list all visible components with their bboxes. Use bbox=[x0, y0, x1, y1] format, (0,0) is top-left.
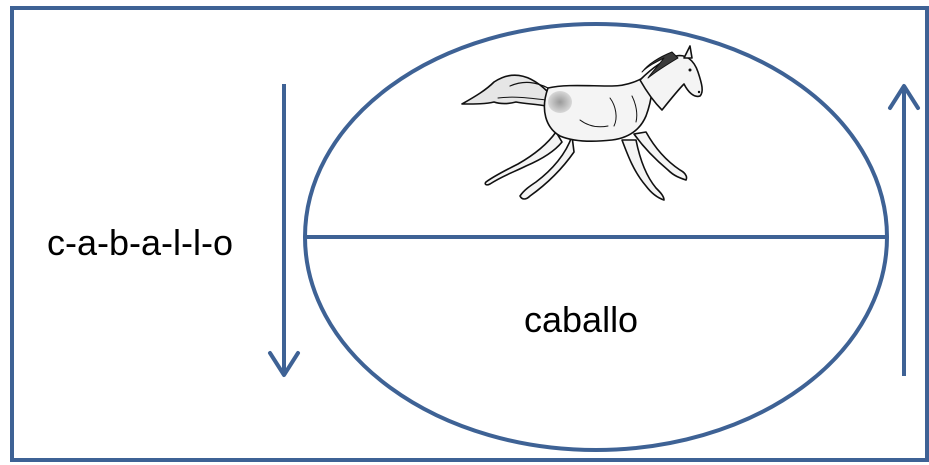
spelled-word-label: c-a-b-a-l-l-o bbox=[47, 222, 234, 263]
horse-icon bbox=[461, 45, 703, 201]
up-arrow-icon bbox=[888, 84, 920, 376]
whole-word-label: caballo bbox=[524, 299, 639, 340]
outer-frame bbox=[10, 6, 929, 462]
down-arrow-icon bbox=[268, 84, 300, 377]
